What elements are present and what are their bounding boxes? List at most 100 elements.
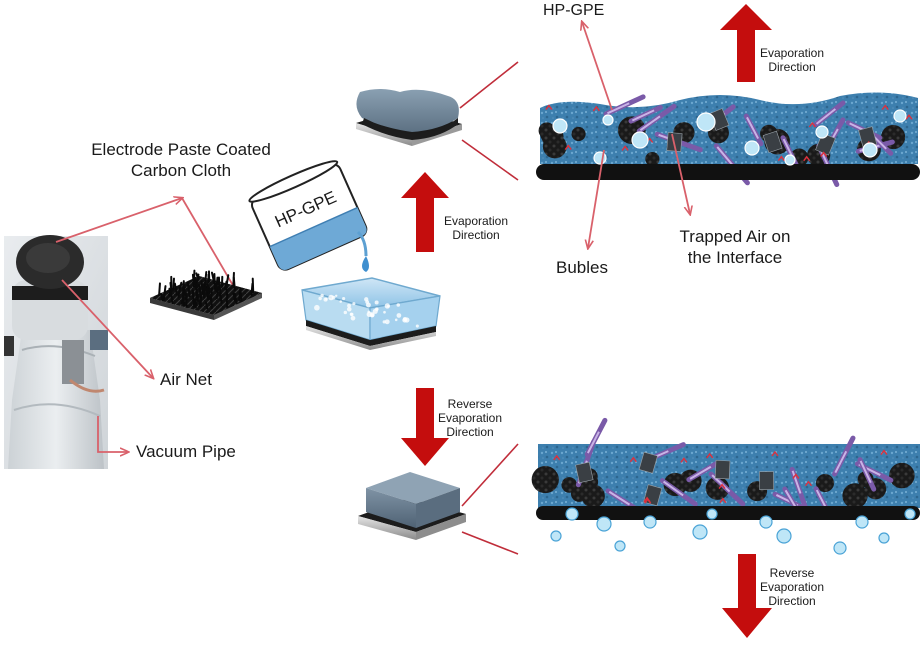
bubles-label: Bubles [556,258,608,278]
trapped-air-bubble [553,119,567,133]
setup-photo [4,235,108,469]
filler-plate [715,460,730,479]
gel-particle [344,311,347,314]
gel-particle [335,295,337,297]
cloth-fiber [233,273,234,286]
cloth-fiber [197,293,198,301]
gel-particle [395,319,398,322]
filler-plate [759,472,773,490]
escaping-bubble [760,516,772,528]
escaping-bubble [707,509,717,519]
gel-particle [383,311,386,314]
cloth-fiber [159,283,160,295]
gel-particle [347,307,352,312]
cloth-fiber [206,302,207,308]
gel-particle [397,313,402,318]
trapped-air-bubble [785,155,795,165]
trapped-air-bubble [894,110,906,122]
cloth-fiber [178,290,179,297]
trapped-air-bubble [745,141,759,155]
vacuum-pipe-label: Vacuum Pipe [136,442,236,462]
gel-particle [365,300,369,304]
trapped-air-bubble [632,132,648,148]
carbon-cluster [571,127,585,141]
electrode-paste-label: Electrode Paste Coated Carbon Cloth [72,139,290,181]
carbon-cluster [561,477,577,493]
gel-particle [339,300,342,303]
carbon-cloth-sample [150,271,262,320]
liquid-sample [302,278,440,350]
gel-sample-bottom [358,472,466,540]
evaporation-direction-mid-label: Evaporation Direction [436,214,516,242]
gel-particle [352,302,355,305]
reverse-mid-line-2: Evaporation [430,411,510,425]
gel-particle [416,324,419,327]
escaping-bubble [905,509,915,519]
cloth-fiber [211,299,212,308]
gel-particle [402,318,407,323]
escaping-bubble [856,516,868,528]
gel-particle [332,296,336,300]
reverse-mid-line-3: Direction [430,425,510,439]
gel-particle [387,305,390,308]
carbon-cluster [889,463,915,489]
gel-particle [397,303,401,307]
reverse-evaporation-bottom-label: Reverse Evaporation Direction [752,566,832,608]
reverse-bottom-line-1: Reverse [752,566,832,580]
evap-mid-line-1: Evaporation [436,214,516,228]
gel-particle [375,300,379,304]
escaping-bubble [777,529,791,543]
evap-top-line-2: Direction [752,60,832,74]
gel-particle [320,294,323,297]
zoom-panel-bottom [532,417,920,554]
escaping-bubble [566,508,578,520]
carbon-cluster [532,466,559,493]
evap-top-line-1: Evaporation [752,46,832,60]
gel-particle [324,298,328,302]
reverse-mid-line-1: Reverse [430,397,510,411]
gel-particle [342,297,345,300]
evaporation-direction-top-label: Evaporation Direction [752,46,832,74]
gel-sample-top [356,89,462,146]
cloth-fiber [200,298,201,305]
evap-mid-line-2: Direction [436,228,516,242]
cloth-fiber [226,287,227,296]
trapped-air-line-2: the Interface [660,247,810,268]
trapped-air-label: Trapped Air on the Interface [660,226,810,268]
cloth-fiber [241,292,242,301]
electrode-paste-line-2: Carbon Cloth [72,160,290,181]
trapped-air-bubble [697,113,715,131]
reverse-evaporation-mid-label: Reverse Evaporation Direction [430,397,510,439]
hp-gpe-top-label: HP-GPE [543,2,604,20]
cloth-fiber [173,279,174,290]
air-net-label: Air Net [160,370,212,390]
gel-particle [385,319,390,324]
trapped-air-bubble [863,143,877,157]
trapped-air-bubble [816,126,828,138]
gel-particle [314,305,320,311]
escaping-bubble [615,541,625,551]
gel-particle [350,313,353,316]
zoom-lines [460,62,518,554]
cloth-fiber [205,272,206,286]
reverse-bottom-line-3: Direction [752,594,832,608]
gel-particle [370,313,374,317]
cloth-fiber [184,288,185,295]
gel-particle [351,316,356,321]
escaping-bubble [644,516,656,528]
trapped-air-line-1: Trapped Air on [660,226,810,247]
zoom-panel-top [536,92,920,187]
escaping-bubble [879,533,889,543]
escaping-bubble [693,525,707,539]
escaping-bubble [834,542,846,554]
cloth-fiber [216,278,217,291]
gel-particle [376,308,379,311]
cloth-fiber [188,284,189,290]
electrode-paste-line-1: Electrode Paste Coated [72,139,290,160]
escaping-bubble [551,531,561,541]
trapped-air-bubble [603,115,613,125]
gel-particle [318,297,321,300]
reverse-bottom-line-2: Evaporation [752,580,832,594]
